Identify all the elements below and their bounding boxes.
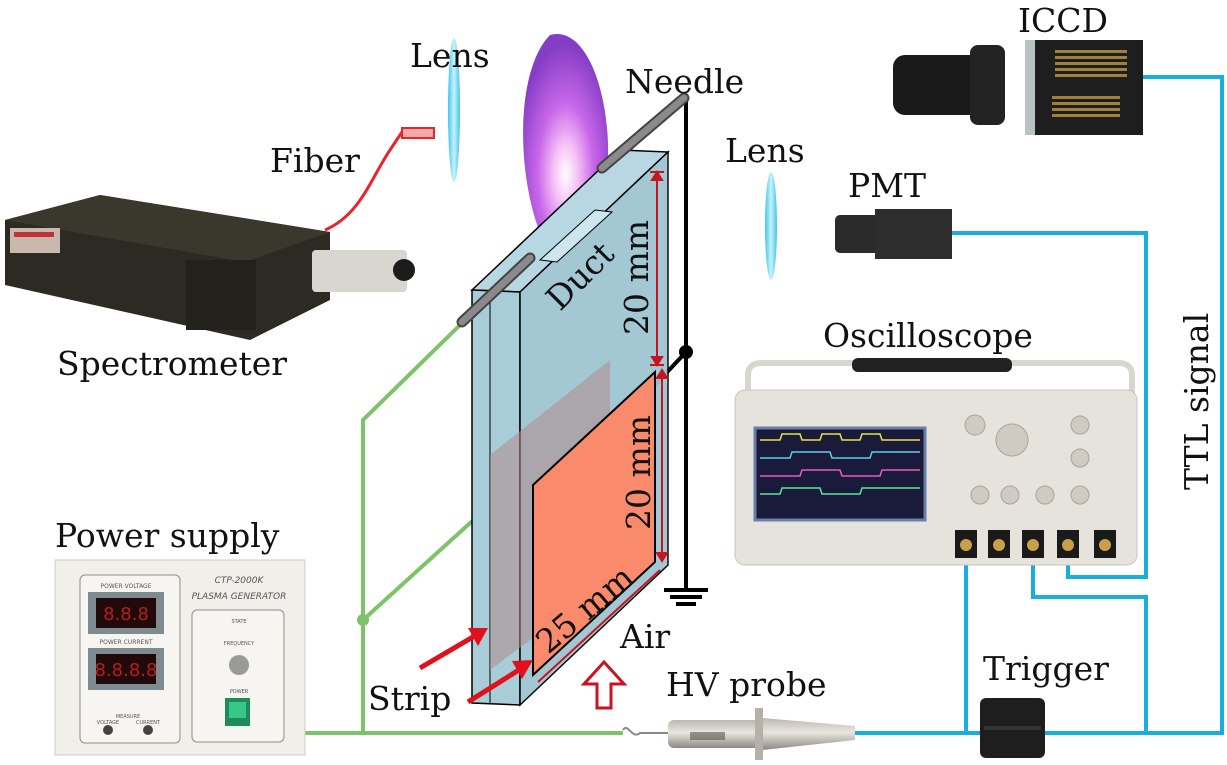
ps-power-label: POWER xyxy=(230,689,249,695)
hv-junction xyxy=(357,614,369,626)
fiber-cable xyxy=(324,131,404,232)
ps-measure-label: MEASURE xyxy=(116,714,140,720)
hv-strip-cable xyxy=(361,503,492,622)
trigger-box xyxy=(980,698,1045,758)
label-power-supply: Power supply xyxy=(55,516,280,555)
spectrometer xyxy=(5,195,415,340)
needle-electrode xyxy=(596,92,690,174)
ground-junction xyxy=(679,345,693,359)
label-dim-lower: 20 mm xyxy=(619,415,658,530)
oscilloscope xyxy=(734,358,1138,566)
label-lens-left: Lens xyxy=(410,36,490,75)
ps-frequency-label: FREQUENCY xyxy=(224,641,255,647)
ps-name: PLASMA GENERATOR xyxy=(192,592,287,602)
ps-measure-voltage: VOLTAGE xyxy=(97,720,119,726)
dimension-lines xyxy=(537,170,669,683)
label-dim-upper: 20 mm xyxy=(617,220,656,335)
iccd-camera xyxy=(893,40,1143,135)
strip-arrows xyxy=(418,628,533,705)
label-oscilloscope: Oscilloscope xyxy=(823,316,1033,355)
ps-measure-current: CURRENT xyxy=(136,720,161,726)
ps-voltage-label: POWER VOLTAGE xyxy=(100,583,151,590)
iccd-cable xyxy=(1030,75,1224,735)
ps-voltage-display: 8.8.8 xyxy=(103,604,149,625)
label-hv-probe: HV probe xyxy=(666,665,827,704)
label-lens-right: Lens xyxy=(725,131,805,170)
ps-state-label: STATE xyxy=(231,619,246,625)
label-iccd: ICCD xyxy=(1018,1,1108,40)
lens-left xyxy=(448,38,460,182)
label-spectrometer: Spectrometer xyxy=(57,344,287,383)
label-pmt: PMT xyxy=(848,166,926,205)
label-ttl-signal: TTL signal xyxy=(1177,313,1216,490)
label-fiber: Fiber xyxy=(270,141,360,180)
power-supply xyxy=(54,559,306,756)
hv-probe xyxy=(622,708,855,760)
label-needle: Needle xyxy=(625,62,744,101)
pmt-detector xyxy=(835,209,952,259)
pmt-cable xyxy=(951,231,1148,579)
label-air: Air xyxy=(619,617,670,656)
hv-vertical-cable xyxy=(361,323,462,733)
fiber-tip xyxy=(401,127,435,139)
lens-right xyxy=(765,172,777,280)
ground-symbol xyxy=(664,588,708,606)
ps-current-display: 8.8.8.8 xyxy=(95,660,158,681)
label-strip: Strip xyxy=(368,679,451,718)
ground-electrode-front xyxy=(532,369,656,678)
ps-current-label: POWER CURRENT xyxy=(99,639,152,646)
label-trigger: Trigger xyxy=(983,649,1109,688)
hv-cables xyxy=(303,323,623,735)
ps-model: CTP-2000K xyxy=(215,576,265,586)
signal-cables xyxy=(855,75,1224,735)
osc-ch3-cable xyxy=(1031,551,1148,733)
air-flow-arrow xyxy=(580,659,628,710)
hv-electrode-rod xyxy=(456,252,536,328)
